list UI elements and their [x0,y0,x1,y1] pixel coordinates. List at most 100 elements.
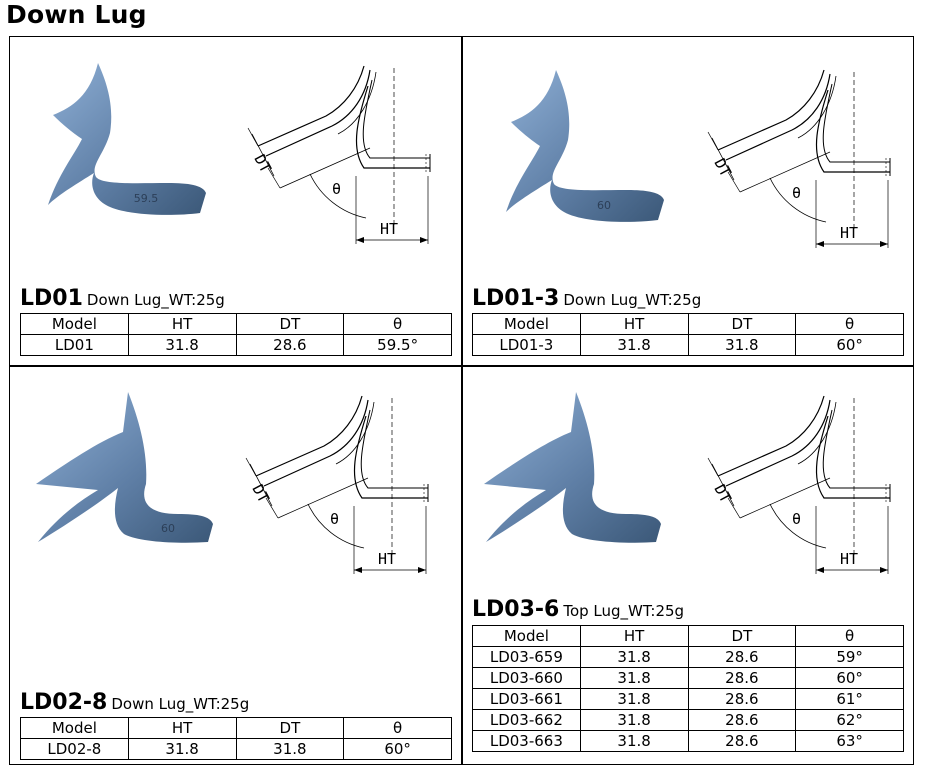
grid-divider-vertical [461,36,463,765]
lug-photo [476,392,676,566]
theta-angle-label: θ [330,510,339,528]
table-cell: 28.6 [687,688,797,710]
column-header: DT [235,717,345,739]
theta-angle-label: θ [792,510,801,528]
column-header: HT [579,313,689,335]
page-title: Down Lug [6,0,147,29]
table-cell: 28.6 [687,646,797,668]
lug-photo: 60 [28,392,228,566]
table-cell: 31.8 [235,738,345,760]
table-cell: 60° [795,334,904,356]
dt-dimension-label: DT [248,481,272,505]
product-description: Down Lug_WT:25g [86,291,225,309]
table-cell: LD03-663 [472,730,581,752]
lug-photo-image: 60 [36,392,213,543]
table-cell: 31.8 [579,709,689,731]
table-cell: 31.8 [579,730,689,752]
column-header: θ [343,717,452,739]
table-cell: 28.6 [687,667,797,689]
lug-stamp-text: 60 [161,522,175,535]
lug-body-shape [506,70,664,222]
theta-angle-label: θ [332,180,341,198]
lug-stamp-text: 60 [597,199,611,212]
lug-photo: 59.5 [18,55,218,229]
table-cell: 31.8 [127,334,237,356]
column-header: HT [127,313,237,335]
ht-dimension-label: HT [840,224,858,242]
table-cell: LD03-660 [472,667,581,689]
table-cell: 60° [795,667,904,689]
table-cell: 28.6 [687,709,797,731]
column-header: Model [20,717,129,739]
lug-body-shape [48,63,206,215]
grid-divider-horizontal [9,365,914,367]
dt-dimension-label: DT [710,155,734,179]
lug-photo: 60 [476,62,676,236]
table-cell: LD03-661 [472,688,581,710]
table-cell: 63° [795,730,904,752]
table-cell: 28.6 [235,334,345,356]
theta-angle-label: θ [792,184,801,202]
table-cell: 62° [795,709,904,731]
table-cell: LD03-662 [472,709,581,731]
column-header: DT [235,313,345,335]
lug-photo-image [484,392,661,543]
lug-photo-image: 59.5 [48,63,206,215]
product-code: LD02-8 [20,690,108,715]
column-header: DT [687,625,797,647]
column-header: Model [472,625,581,647]
table-cell: LD01-3 [472,334,581,356]
table-cell: 31.8 [579,688,689,710]
ht-dimension-label: HT [378,550,396,568]
table-cell: 60° [343,738,452,760]
column-header: θ [343,313,452,335]
table-cell: 61° [795,688,904,710]
column-header: DT [687,313,797,335]
column-header: HT [579,625,689,647]
table-cell: 28.6 [687,730,797,752]
product-description: Top Lug_WT:25g [563,602,685,620]
product-description: Down Lug_WT:25g [563,291,702,309]
column-header: Model [472,313,581,335]
ht-dimension-label: HT [840,550,858,568]
lug-stamp-text: 59.5 [134,192,159,205]
table-cell: LD03-659 [472,646,581,668]
table-cell: 59° [795,646,904,668]
table-cell: 31.8 [579,334,689,356]
column-header: Model [20,313,129,335]
product-code: LD01-3 [472,286,560,311]
column-header: θ [795,625,904,647]
lug-body-shape [484,392,661,543]
product-description: Down Lug_WT:25g [111,695,250,713]
table-cell: 31.8 [579,646,689,668]
table-cell: 31.8 [687,334,797,356]
table-cell: 59.5° [343,334,452,356]
lug-body-shape [36,392,213,543]
table-cell: 31.8 [127,738,237,760]
